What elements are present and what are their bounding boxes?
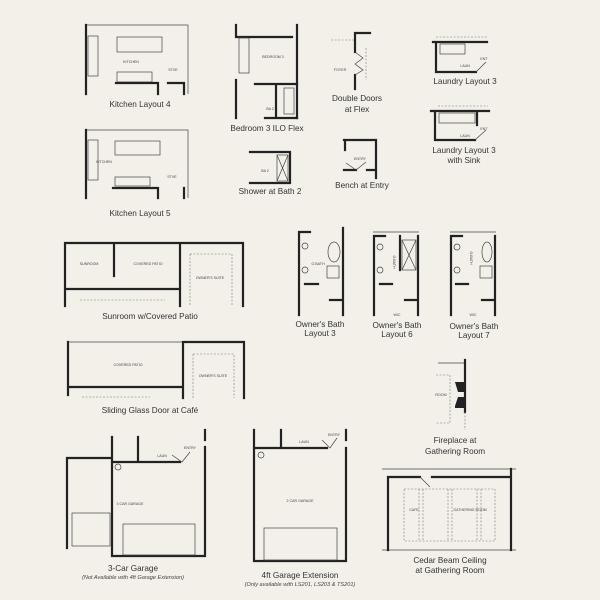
caption: Bedroom 3 ILO Flex (230, 124, 303, 133)
room-label: LAUN (460, 64, 470, 68)
caption-line-2: Layout 6 (381, 330, 413, 339)
room-label: O.BATH (392, 255, 396, 269)
owners-bath-layout-3-option[interactable]: O.BATH Owner's Bath Layout 3 (296, 226, 345, 338)
caption: Bench at Entry (335, 181, 390, 190)
room-label: OWNER'S SUITE (199, 374, 228, 378)
caption: Kitchen Layout 5 (110, 209, 171, 218)
room-label: 3 CAR GARAGE (117, 502, 145, 506)
room-label: COVERED PATIO (113, 363, 142, 367)
room-label: LAUN (299, 440, 309, 444)
room-label: KITCHEN (96, 160, 112, 164)
room-label: COVERED PATIO (133, 262, 162, 266)
room-label: ENTRY (354, 157, 367, 161)
bench-at-entry-option[interactable]: ENTRY Bench at Entry (335, 138, 390, 190)
caption-line-1: Owner's Bath (450, 322, 499, 331)
3-car-garage-option[interactable]: 3 CAR GARAGE LAUN ENTRY 3-Car Garage (No… (65, 428, 207, 581)
laundry-layout-3-with-sink-option[interactable]: LAUN ENT Laundry Layout 3 with Sink (429, 105, 496, 165)
room-label: FOYER (334, 68, 347, 72)
kitchen-layout-5-option[interactable]: KITCHEN STVE Kitchen Layout 5 (84, 128, 189, 218)
room-label: KITCHEN (123, 60, 139, 64)
caption-line-1: Owner's Bath (296, 320, 345, 329)
room-label: BA 2 (266, 107, 274, 111)
kitchen-layout-4-option[interactable]: KITCHEN STVE Kitchen Layout 4 (84, 23, 189, 109)
caption-line-2: at Flex (345, 105, 370, 114)
caption-line-2: Gathering Room (425, 447, 485, 456)
caption-line-1: Cedar Beam Ceiling (413, 556, 487, 565)
caption-line-1: Double Doors (332, 94, 382, 103)
room-label: BA 2 (261, 169, 269, 173)
room-label: STVE (168, 68, 178, 72)
room-label: LAUN (157, 454, 167, 458)
room-label: ENTRY (328, 433, 341, 437)
room-label: O.BATH (311, 262, 325, 266)
caption: 3-Car Garage (108, 564, 159, 573)
room-label: GATHERING ROOM (453, 508, 486, 512)
sunroom-covered-patio-option[interactable]: SUNROOM COVERED PATIO OWNER'S SUITE Sunr… (63, 241, 245, 321)
room-label: WIC (470, 313, 477, 317)
room-label: ENT (480, 57, 488, 61)
shower-at-bath-2-option[interactable]: BA 2 Shower at Bath 2 (239, 150, 302, 196)
caption-line-2: at Gathering Room (415, 566, 484, 575)
fireplace-at-gathering-room-option[interactable]: ROOM Fireplace at Gathering Room (425, 358, 485, 456)
owners-bath-layout-6-option[interactable]: O.BATH WIC Owner's Bath Layout 6 (373, 231, 422, 339)
note: (Only available with LS201, LS203 & TS20… (245, 582, 356, 588)
note: (Not Available with 4ft Garage Extension… (82, 575, 184, 581)
room-label: CAFE (409, 508, 419, 512)
caption-line-1: Laundry Layout 3 (432, 146, 496, 155)
double-doors-at-flex-option[interactable]: FOYER Double Doors at Flex (331, 31, 382, 114)
sliding-glass-door-at-cafe-option[interactable]: COVERED PATIO OWNER'S SUITE Sliding Glas… (66, 340, 246, 415)
caption-line-2: Layout 3 (304, 329, 336, 338)
caption: Sliding Glass Door at Café (102, 406, 199, 415)
room-label: O.BATH (469, 251, 473, 265)
caption: Shower at Bath 2 (239, 187, 302, 196)
room-label: ENTRY (184, 446, 197, 450)
room-label: BEDROOM 3 (262, 55, 284, 59)
room-label: 2 CAR GARAGE (287, 499, 315, 503)
owners-bath-layout-7-option[interactable]: O.BATH WIC Owner's Bath Layout 7 (450, 231, 499, 340)
room-label: WIC (394, 313, 401, 317)
caption: Laundry Layout 3 (433, 77, 497, 86)
caption-line-1: Owner's Bath (373, 321, 422, 330)
caption: 4ft Garage Extension (262, 571, 339, 580)
room-label: SUNROOM (80, 262, 99, 266)
room-label: OWNER'S SUITE (196, 276, 225, 280)
room-label: ENT (480, 127, 488, 131)
4ft-garage-extension-option[interactable]: 2 CAR GARAGE LAUN ENTRY 4ft Garage Exten… (245, 428, 356, 588)
caption-line-2: with Sink (447, 156, 482, 165)
caption-line-2: Layout 7 (458, 331, 490, 340)
laundry-layout-3-option[interactable]: LAUN ENT Laundry Layout 3 (431, 36, 497, 86)
room-label: LAUN (460, 134, 470, 138)
caption-line-1: Fireplace at (434, 436, 478, 445)
caption: Kitchen Layout 4 (110, 100, 171, 109)
bedroom-3-ilo-flex-option[interactable]: BEDROOM 3 BA 2 Bedroom 3 ILO Flex (230, 23, 304, 133)
cedar-beam-ceiling-option[interactable]: CAFE GATHERING ROOM Cedar Beam Ceiling a… (382, 467, 516, 575)
room-label: STVE (167, 175, 177, 179)
room-label: ROOM (435, 393, 446, 397)
caption: Sunroom w/Covered Patio (102, 312, 198, 321)
